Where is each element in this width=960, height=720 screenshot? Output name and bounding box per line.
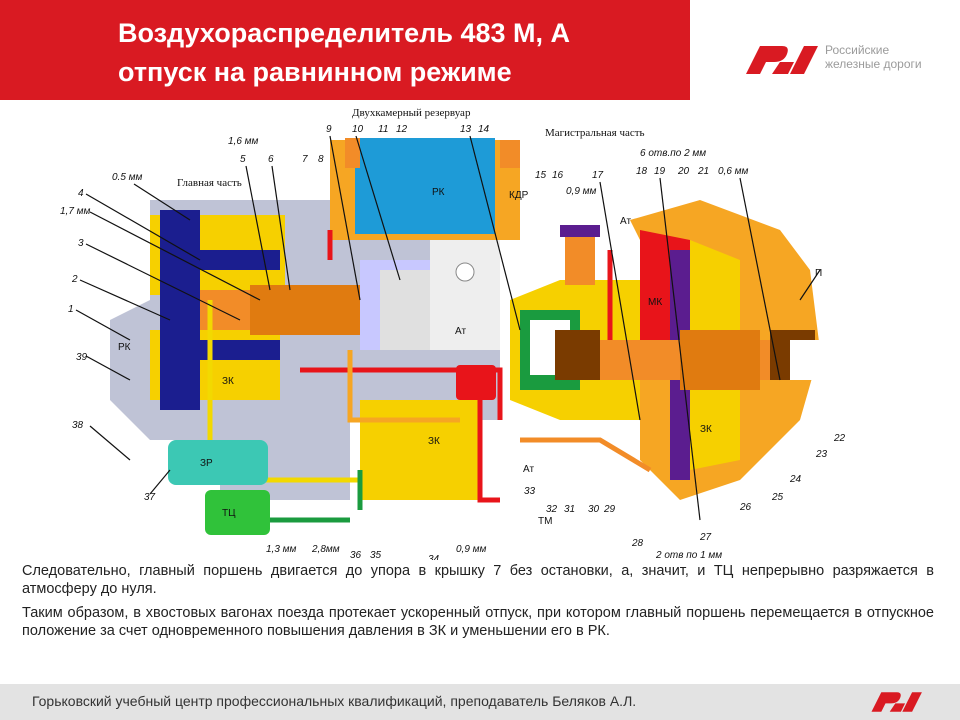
callout-3: 3 — [78, 238, 84, 249]
callout-35: 35 — [370, 550, 382, 560]
main-part-label: Главная часть — [177, 177, 242, 189]
chamber-tc: ТЦ — [222, 508, 236, 519]
chamber-rk-top: РК — [432, 187, 445, 198]
dim-2-8: 2,8мм — [311, 544, 340, 555]
callout-27: 27 — [699, 532, 712, 543]
reservoir-section-label: Двухкамерный резервуар — [352, 107, 471, 119]
dim-2-holes: 2 отв по 1 мм — [655, 550, 722, 560]
callout-14: 14 — [478, 124, 490, 135]
chamber-tm: ТМ — [538, 516, 552, 527]
chamber-kdr: КДР — [509, 190, 529, 201]
dim-0-6: 0,6 мм — [718, 166, 749, 177]
callout-24: 24 — [789, 474, 802, 485]
callout-38: 38 — [72, 420, 84, 431]
callout-numbers: 1 2 3 4 5 6 7 8 9 10 11 12 13 14 15 16 1… — [68, 124, 846, 560]
explanation-text: Следовательно, главный поршень двигается… — [22, 562, 934, 646]
callout-8: 8 — [318, 154, 324, 165]
mainline-part — [510, 200, 820, 500]
callout-36: 36 — [350, 550, 362, 560]
leader-lines — [75, 135, 821, 521]
paragraph-2: Таким образом, в хвостовых вагонах поезд… — [22, 605, 934, 639]
callout-4: 4 — [78, 188, 84, 199]
callout-12: 12 — [396, 124, 408, 135]
logo-text: Российские железные дороги — [825, 43, 922, 71]
slide-title: Воздухораспределитель 483 М, А отпуск на… — [118, 18, 570, 87]
callout-32: 32 — [546, 504, 558, 515]
footer: Горьковский учебный центр профессиональн… — [0, 684, 960, 720]
brake-cylinder-shape — [205, 490, 270, 535]
callout-17: 17 — [592, 170, 604, 181]
aux-reservoir-shape — [168, 440, 268, 485]
callout-20: 20 — [677, 166, 690, 177]
callout-37: 37 — [144, 492, 156, 503]
callout-5: 5 — [240, 154, 246, 165]
chamber-zk-right: ЗК — [700, 424, 712, 435]
atm-label-2: Ат — [455, 326, 466, 337]
pipes — [207, 230, 652, 523]
callout-22: 22 — [833, 433, 846, 444]
callout-11: 11 — [378, 124, 388, 135]
callout-9: 9 — [326, 124, 332, 135]
callout-16: 16 — [552, 170, 564, 181]
callout-13: 13 — [460, 124, 472, 135]
dimension-labels: 1,6 мм 0.5 мм 1,7 мм 0,9 мм 6 отв.по 2 м… — [60, 136, 749, 560]
footer-rzd-logo-icon — [871, 692, 922, 712]
callout-29: 29 — [603, 504, 616, 515]
callout-19: 19 — [654, 166, 666, 177]
mainline-part-label: Магистральная часть — [545, 127, 645, 139]
callout-18: 18 — [636, 166, 648, 177]
dim-0-9-top: 0,9 мм — [566, 186, 597, 197]
dim-1-3: 1,3 мм — [266, 544, 297, 555]
callout-15: 15 — [535, 170, 547, 181]
chamber-zr: ЗР — [200, 458, 213, 469]
dim-1-7: 1,7 мм — [60, 206, 91, 217]
atm-label-1: Ат — [620, 216, 631, 227]
chamber-p: П — [815, 268, 822, 279]
callout-33: 33 — [524, 486, 536, 497]
callout-7: 7 — [302, 154, 308, 165]
callout-39: 39 — [76, 352, 88, 363]
filter-shape — [456, 365, 496, 400]
callout-34: 34 — [428, 554, 440, 560]
dim-0-5: 0.5 мм — [112, 172, 143, 183]
callout-1: 1 — [68, 304, 74, 315]
chamber-rk-left: РК — [118, 342, 131, 353]
dim-1-6: 1,6 мм — [228, 136, 259, 147]
chamber-mk: МК — [648, 297, 662, 308]
atm-label-3: Ат — [523, 464, 534, 475]
callout-26: 26 — [739, 502, 752, 513]
callout-10: 10 — [352, 124, 364, 135]
chamber-zk-left: ЗК — [222, 376, 234, 387]
callout-31: 31 — [564, 504, 575, 515]
callout-2: 2 — [71, 274, 78, 285]
callout-23: 23 — [815, 449, 828, 460]
dim-0-9-bottom: 0,9 мм — [456, 544, 487, 555]
callout-6: 6 — [268, 154, 274, 165]
footer-text: Горьковский учебный центр профессиональн… — [32, 693, 637, 709]
chamber-zk-center: ЗК — [428, 436, 440, 447]
paragraph-1: Следовательно, главный поршень двигается… — [22, 563, 934, 597]
header-banner — [0, 0, 690, 100]
air-distributor-diagram: Двухкамерный резервуар Главная часть Маг… — [60, 107, 846, 560]
callout-30: 30 — [588, 504, 600, 515]
dim-6-holes: 6 отв.по 2 мм — [640, 148, 706, 159]
callout-25: 25 — [771, 492, 784, 503]
rzd-logo-icon — [746, 46, 818, 74]
callout-28: 28 — [631, 538, 644, 549]
header: Воздухораспределитель 483 М, А отпуск на… — [0, 0, 960, 100]
callout-21: 21 — [697, 166, 709, 177]
